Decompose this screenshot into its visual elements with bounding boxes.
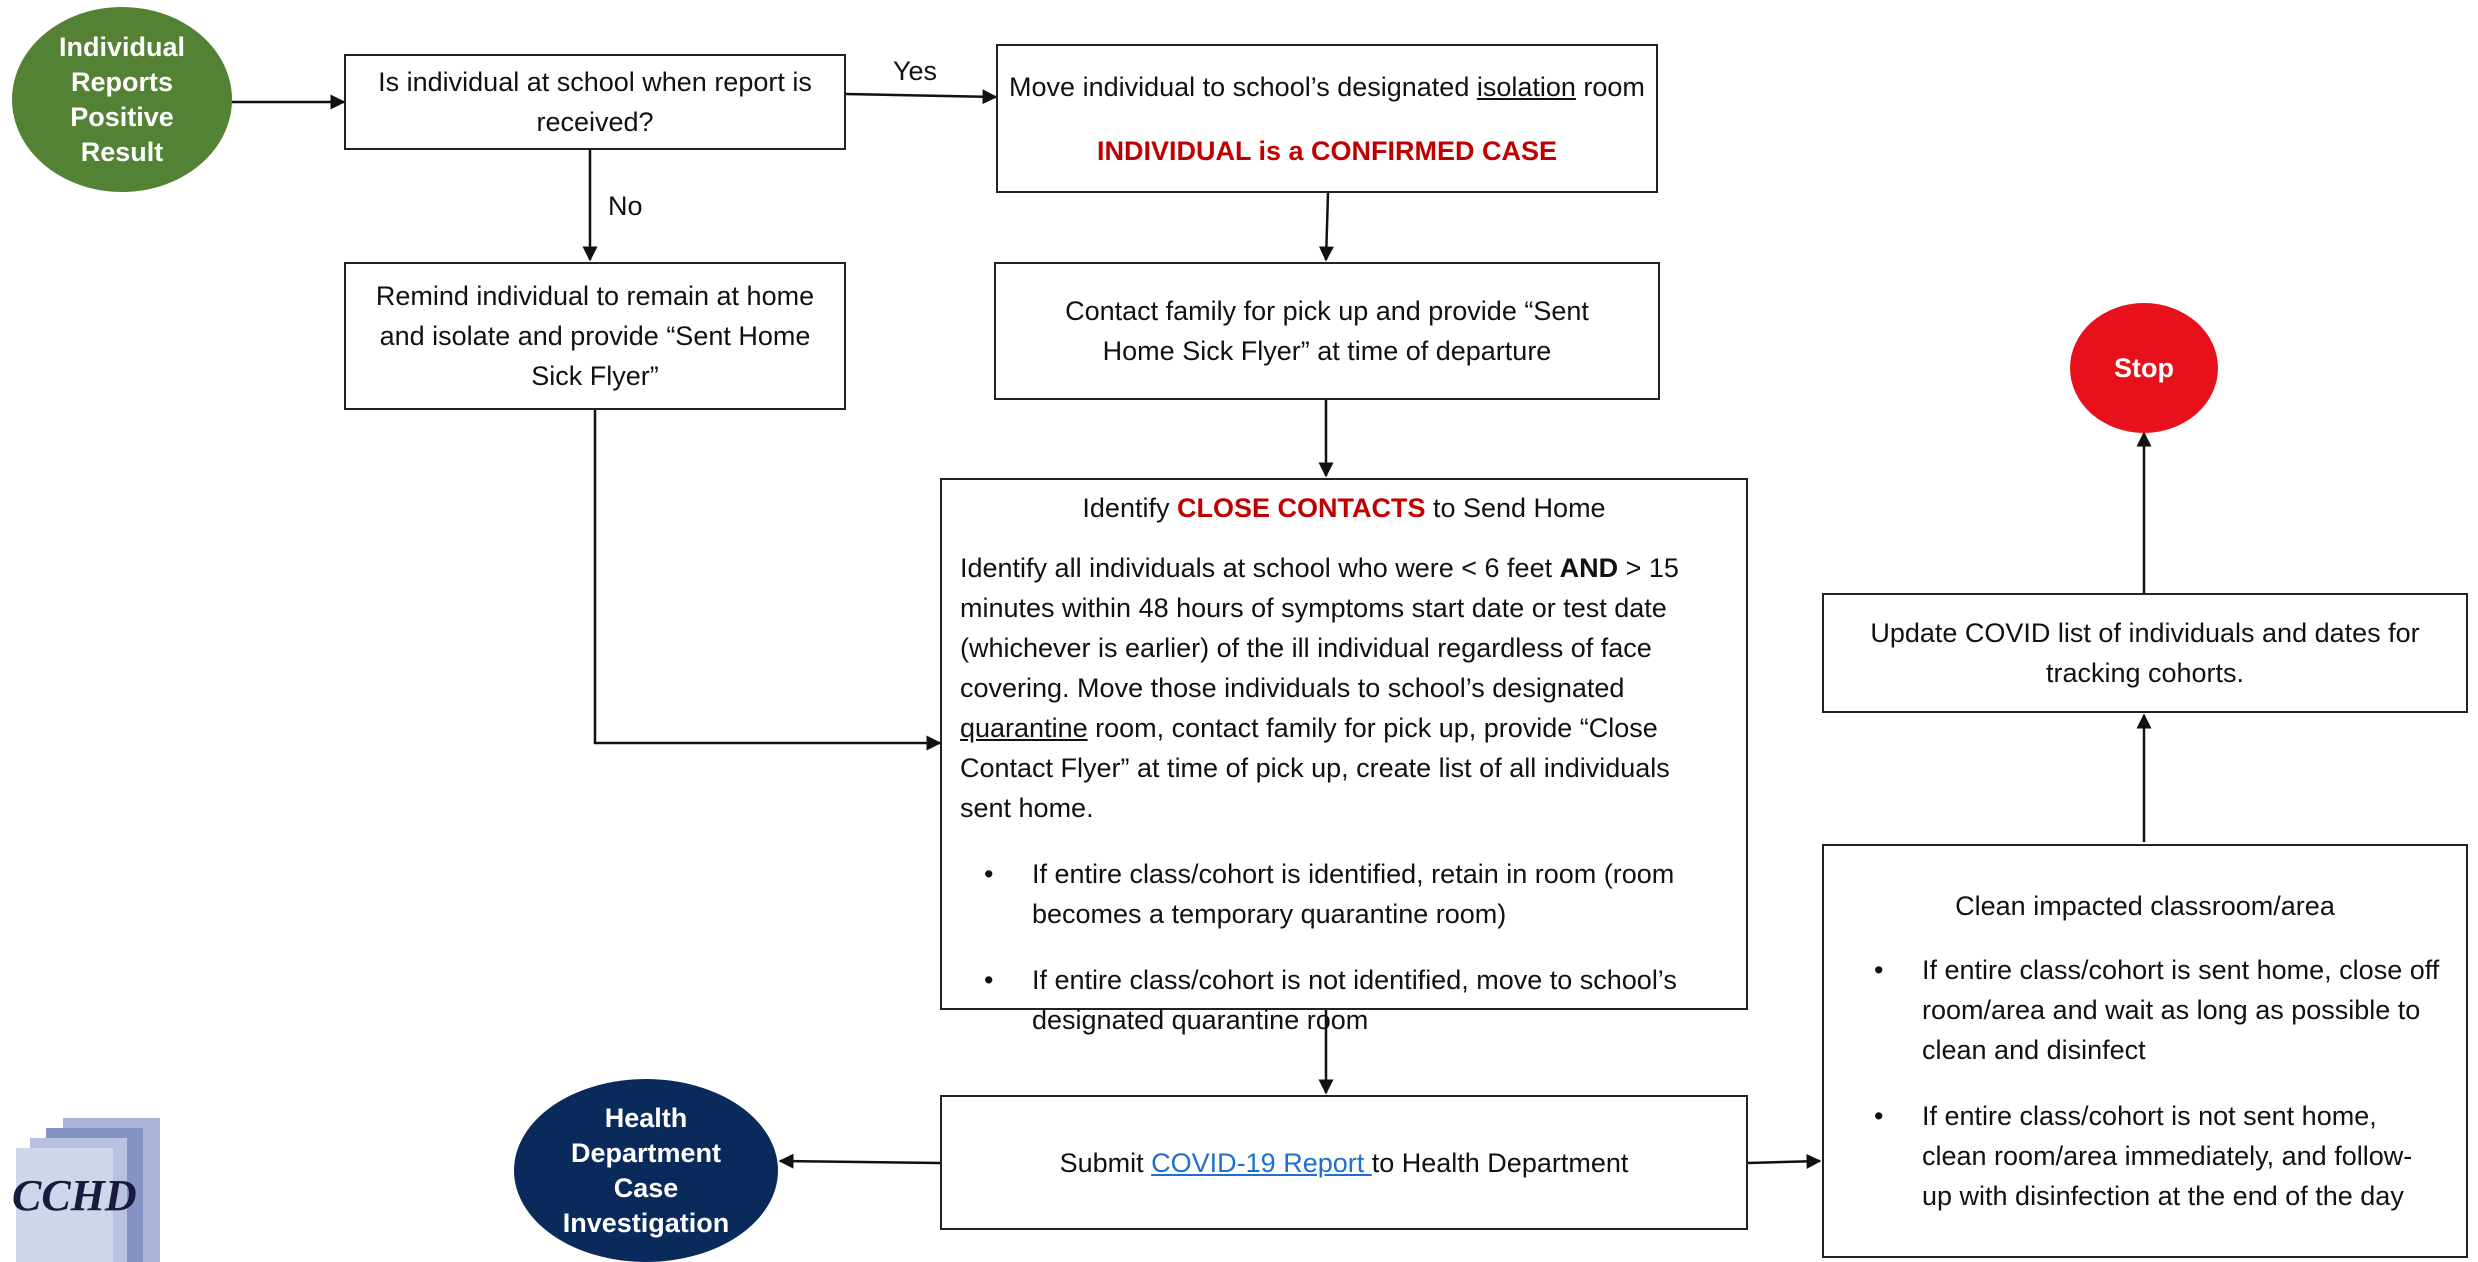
cchd-logo: CCHD — [8, 1118, 160, 1262]
submit-text-pre: Submit — [1059, 1147, 1152, 1178]
submit-text-post: to Health Department — [1371, 1147, 1629, 1178]
close-contacts-bullet: If entire class/cohort is identified, re… — [960, 854, 1728, 934]
no-label: No — [608, 191, 643, 221]
arrow-submit-to-clean — [1747, 1153, 1822, 1169]
health-line-3: Case — [613, 1172, 679, 1203]
clean-bullet: If entire class/cohort is not sent home,… — [1850, 1096, 2440, 1216]
contact-family-text: Contact family for pick up and provide “… — [1065, 296, 1589, 366]
clean-box: Clean impacted classroom/area If entire … — [1822, 844, 2468, 1258]
start-line-3: Positive — [70, 101, 174, 132]
close-contacts-quarantine: quarantine — [960, 713, 1088, 743]
confirmed-case-text: INDIVIDUAL is a CONFIRMED CASE — [1096, 135, 1558, 166]
health-department-oval: Health Department Case Investigation — [514, 1079, 778, 1262]
clean-title: Clean impacted classroom/area — [1955, 891, 2335, 921]
close-contacts-p1: Identify all individuals at school who w… — [960, 553, 1560, 583]
start-oval: Individual Reports Positive Result — [12, 7, 232, 192]
start-line-2: Reports — [70, 66, 173, 97]
yes-label: Yes — [893, 56, 938, 86]
contact-family-box: Contact family for pick up and provide “… — [994, 262, 1660, 400]
health-line-4: Investigation — [562, 1207, 730, 1238]
clean-bullets: If entire class/cohort is sent home, clo… — [1850, 950, 2440, 1216]
close-contacts-and: AND — [1559, 553, 1619, 583]
close-contacts-bullet: If entire class/cohort is not identified… — [960, 960, 1728, 1040]
covid-report-link[interactable]: COVID-19 Report — [1151, 1147, 1372, 1178]
arrow-yes — [845, 89, 998, 105]
close-contacts-paragraph: Identify all individuals at school who w… — [960, 548, 1728, 828]
arrow-isolation-to-contact — [1318, 192, 1334, 262]
health-line-1: Health — [604, 1102, 688, 1133]
isolation-box: Move individual to school’s designated i… — [996, 44, 1658, 193]
close-contacts-title-post: to Send Home — [1425, 493, 1606, 523]
close-contacts-title: Identify CLOSE CONTACTS to Send Home — [960, 488, 1728, 528]
close-contacts-bullets: If entire class/cohort is identified, re… — [960, 854, 1728, 1040]
close-contacts-p3: room, contact family for pick up, provid… — [960, 713, 1670, 823]
stop-circle: Stop — [2070, 303, 2218, 433]
remind-text: Remind individual to remain at home and … — [375, 281, 815, 391]
update-text: Update COVID list of individuals and dat… — [1870, 618, 2420, 688]
update-box: Update COVID list of individuals and dat… — [1822, 593, 2468, 713]
close-contacts-title-pre: Identify — [1082, 493, 1177, 523]
question-box: Is individual at school when report is r… — [344, 54, 846, 150]
clean-bullet: If entire class/cohort is sent home, clo… — [1850, 950, 2440, 1070]
isolation-text-pre: Move individual to school’s designated — [1009, 71, 1477, 102]
start-line-1: Individual — [58, 31, 185, 62]
isolation-text-post: room — [1575, 71, 1645, 102]
health-line-2: Department — [570, 1137, 722, 1168]
remind-box: Remind individual to remain at home and … — [344, 262, 846, 410]
start-line-4: Result — [80, 136, 164, 167]
question-text: Is individual at school when report is r… — [378, 67, 812, 137]
close-contacts-title-red: CLOSE CONTACTS — [1176, 493, 1426, 523]
stop-label: Stop — [2114, 352, 2174, 383]
arrow-remind-to-close — [593, 410, 942, 751]
submit-box: Submit COVID-19 Report to Health Departm… — [940, 1095, 1748, 1230]
submit-text: Submit COVID-19 Report to Health Departm… — [1060, 1143, 1629, 1183]
cchd-logo-text: CCHD — [12, 1171, 137, 1220]
isolation-word: isolation — [1476, 71, 1576, 102]
close-contacts-box: Identify CLOSE CONTACTS to Send Home Ide… — [940, 478, 1748, 1035]
arrow-submit-to-health — [778, 1153, 941, 1169]
close-contacts-p2: > 15 minutes within 48 hours of symptoms… — [960, 553, 1679, 703]
isolation-instruction: Move individual to school’s designated i… — [1009, 65, 1645, 109]
